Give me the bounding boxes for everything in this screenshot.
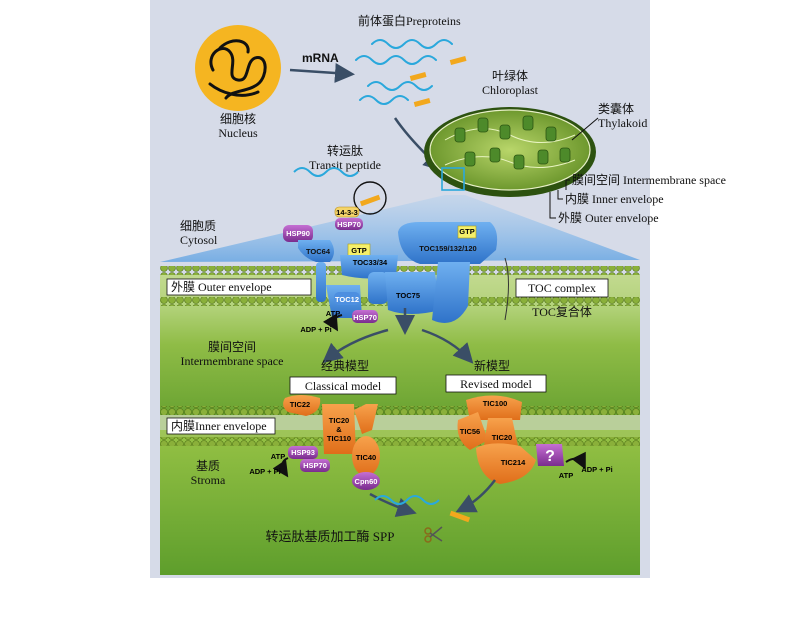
toc3334-label: TOC33/34 <box>353 258 388 267</box>
cytosol-label-cn: 细胞质 <box>180 219 216 233</box>
classical-box <box>289 376 397 395</box>
adp3-label: ADP + Pi <box>581 465 612 474</box>
tic20-rev-label: TIC20 <box>492 433 512 442</box>
tic22-label: TIC22 <box>290 400 310 409</box>
stroma-label-en: Stroma <box>191 473 226 487</box>
tic214-label: TIC214 <box>501 458 526 467</box>
thylakoid-label-en: Thylakoid <box>598 116 647 130</box>
stroma-label-cn: 基质 <box>196 459 220 473</box>
mature-chain <box>374 495 440 505</box>
hsp70-ims-label: HSP70 <box>353 313 377 322</box>
spp-label: 转运肽基质加工酶 SPP <box>266 529 395 544</box>
transit-tag <box>359 194 381 207</box>
hsp70-stroma-label: HSP70 <box>303 461 327 470</box>
ims-legend-label: 膜间空间 Intermembrane space <box>572 173 726 187</box>
inner-membrane <box>160 406 640 446</box>
tic20-classic-1-label: TIC20 <box>329 416 349 425</box>
classical-tic <box>272 395 380 490</box>
adp1-label: ADP + Pi <box>300 325 331 334</box>
chloroplast-label-cn: 叶绿体 <box>492 68 528 83</box>
transit-chain <box>293 167 359 177</box>
gtp2-label: GTP <box>459 227 474 236</box>
classical-arrow <box>322 328 389 364</box>
inner-envelope-box-label: 内膜Inner envelope <box>171 419 267 433</box>
nucleus <box>195 25 281 111</box>
legend-pointers <box>549 179 570 219</box>
chloroplast <box>424 107 596 197</box>
chloroplast-label-en: Chloroplast <box>482 83 539 97</box>
tic56-label: TIC56 <box>460 427 480 436</box>
revised-box-label: Revised model <box>460 377 532 391</box>
toc-bracket <box>504 257 509 321</box>
preproteins-label: 前体蛋白Preproteins <box>358 13 461 28</box>
transit-circle <box>353 181 387 215</box>
tic20-classic-2-label: & <box>336 425 342 434</box>
revised-arrow <box>421 328 474 364</box>
classical-cn-label: 经典模型 <box>321 359 369 373</box>
scissors-icon <box>424 526 443 543</box>
hsp70-cyto-label: HSP70 <box>337 220 361 229</box>
ims-label-en: Intermembrane space <box>181 354 284 368</box>
gtp1-label: GTP <box>351 246 366 255</box>
transit-label-en: Transit peptide <box>309 158 381 172</box>
hsp93-label: HSP93 <box>291 448 315 457</box>
atp3-label: ATP <box>559 471 573 480</box>
transit-label-cn: 转运肽 <box>327 143 363 158</box>
tic20-classic-3-label: TIC110 <box>327 434 351 443</box>
atp2-label: ATP <box>271 452 285 461</box>
tic40-label: TIC40 <box>356 453 376 462</box>
atp1-label: ATP <box>326 309 340 318</box>
revised-box <box>445 374 547 393</box>
mrna-label: mRNA <box>302 51 339 65</box>
cpn60-label: Cpn60 <box>355 477 378 486</box>
cleaved-tag <box>449 510 471 523</box>
toc-complex <box>283 206 498 332</box>
toc159-label: TOC159/132/120 <box>419 244 476 253</box>
hsp90-label: HSP90 <box>286 229 310 238</box>
preprotein-chains <box>355 39 467 107</box>
cytosol-label-en: Cytosol <box>180 233 218 247</box>
revised-tic <box>457 395 586 484</box>
toc-complex-cn-label: TOC复合体 <box>532 304 592 319</box>
outer-envelope-box-label: 外膜 Outer envelope <box>171 280 272 294</box>
mrna-arrow <box>289 63 355 83</box>
classical-box-label: Classical model <box>305 379 382 393</box>
p1433-label: 14-3-3 <box>336 208 358 217</box>
toc75-label: TOC75 <box>396 291 420 300</box>
nucleus-label-en: Nucleus <box>218 126 258 140</box>
classical-to-spp-arrow <box>369 492 417 517</box>
outer-envelope-box <box>166 278 312 296</box>
unknown-label: ? <box>545 448 555 465</box>
stroma-region <box>160 430 640 575</box>
toc-complex-box-label: TOC complex <box>528 281 596 295</box>
toc-complex-box <box>515 278 609 298</box>
inner-envelope-box <box>166 417 276 435</box>
inner-legend-label: 内膜 Inner envelope <box>565 192 664 206</box>
outer-legend-label: 外膜 Outer envelope <box>558 211 659 225</box>
toc64-label: TOC64 <box>306 247 331 256</box>
ims-label-cn: 膜间空间 <box>208 340 256 354</box>
revised-cn-label: 新模型 <box>474 358 510 373</box>
nucleus-label-cn: 细胞核 <box>220 112 256 126</box>
adp2-label: ADP + Pi <box>249 467 280 476</box>
thylakoid-pointer <box>571 117 599 141</box>
revised-to-spp-arrow <box>455 479 496 513</box>
toc12-label: TOC12 <box>335 295 359 304</box>
tic100-label: TIC100 <box>483 399 508 408</box>
thylakoid-label-cn: 类囊体 <box>598 101 634 116</box>
